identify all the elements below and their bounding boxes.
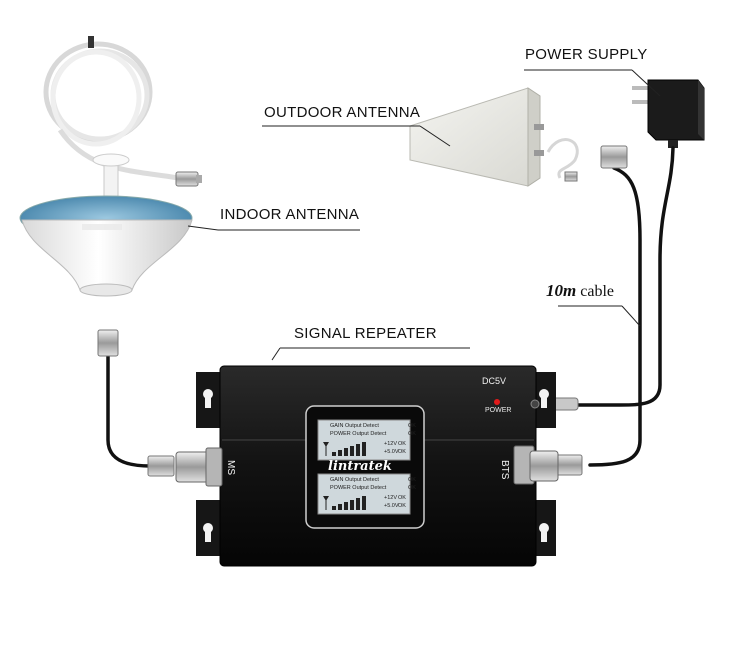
label-cable: 10m cable (546, 281, 614, 301)
port-bts-connector-icon (513, 445, 559, 485)
label-signal-repeater: SIGNAL REPEATER (294, 325, 437, 342)
indoor-antenna-connector-icon (175, 171, 202, 187)
outdoor-antenna (409, 87, 579, 187)
outdoor-antenna-panel (409, 87, 541, 187)
power-adapter (632, 79, 705, 148)
power-led-icon (494, 399, 500, 405)
signal-repeater (175, 365, 559, 567)
indoor-antenna-dome (21, 219, 193, 291)
power-label: POWER (485, 407, 512, 414)
label-indoor-antenna: INDOOR ANTENNA (220, 206, 360, 223)
power-adapter-body (647, 79, 705, 141)
port-ms-connector-icon (175, 447, 223, 487)
power-cable (574, 146, 675, 407)
port-bts-label: BTS (499, 460, 510, 480)
indoor-antenna (19, 36, 202, 297)
brand-logo: lintratek (328, 459, 392, 474)
dc-input-label: DC5V (482, 376, 507, 386)
label-leader-lines (187, 69, 661, 361)
outdoor-antenna-pigtail (546, 138, 579, 179)
cables (106, 146, 675, 468)
cable-length: 10m (546, 281, 577, 300)
outdoor-feeder-cable (588, 166, 642, 467)
lcd-bottom-signal-bars-icon (323, 496, 366, 510)
cable-word: cable (580, 283, 614, 300)
port-ms-label: MS (225, 460, 236, 475)
label-power-supply: POWER SUPPLY (525, 46, 648, 63)
outdoor-antenna-connector-icon (564, 171, 578, 182)
indoor-feeder-cable (106, 354, 152, 468)
cable-tie (88, 36, 94, 48)
label-outdoor-antenna: OUTDOOR ANTENNA (264, 104, 421, 121)
lcd-top-signal-bars-icon (323, 442, 366, 456)
